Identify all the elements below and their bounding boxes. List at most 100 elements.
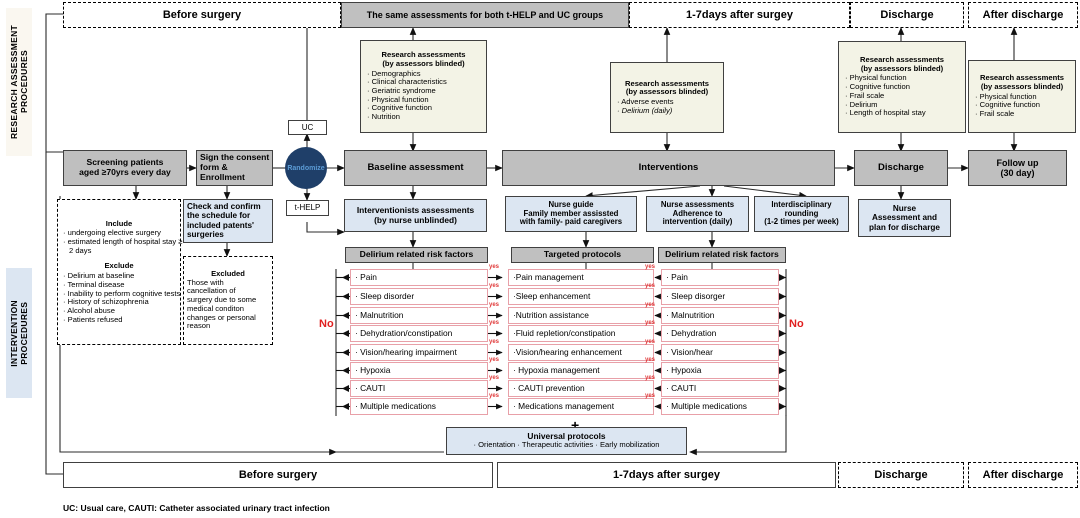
risk-right-row: · CAUTI xyxy=(661,380,779,397)
yes-label: yes xyxy=(489,393,500,399)
timeline-top-before-surgery: Before surgery xyxy=(63,2,341,28)
box-title: Research assessments (by assessors blind… xyxy=(624,78,709,97)
timeline-top-discharge: Discharge xyxy=(850,2,964,28)
list-item: · Length of hospital stay xyxy=(845,108,926,118)
risk-left-row: · Multiple medications xyxy=(350,398,488,415)
flow-follow-up: Follow up (30 day) xyxy=(968,150,1067,186)
list-item: · Inability to perform cognitive tests xyxy=(63,288,181,298)
protocol-mid-row: ·Fluid repletion/constipation xyxy=(508,325,654,342)
list-item: · Terminal disease xyxy=(63,279,125,289)
research-assessments-after-discharge: Research assessments (by assessors blind… xyxy=(968,60,1076,133)
protocol-mid-row: ·Vision/hearing enhancement xyxy=(508,344,654,361)
flow-sign-consent: Sign the consent form & Enrollment xyxy=(196,150,273,186)
universal-protocols: Universal protocols · Orientation · Ther… xyxy=(446,427,687,455)
box-title: Research assessments (by assessors blind… xyxy=(381,50,466,68)
box-title: Research assessments (by assessors blind… xyxy=(979,73,1064,91)
interventionists-assessments: Interventionists assessments (by nurse u… xyxy=(344,199,487,232)
risk-right-row: · Sleep disorger xyxy=(661,288,779,305)
risk-left-row: · Dehydration/constipation xyxy=(350,325,488,342)
yes-label: yes xyxy=(645,302,656,308)
randomize-node: Randomize xyxy=(285,147,327,189)
list-item: · Cognitive function xyxy=(367,103,433,113)
yes-label: yes xyxy=(645,339,656,345)
risk-left-row: · CAUTI xyxy=(350,380,488,397)
list-item: · Delirium (daily) xyxy=(617,105,673,115)
yes-label: yes xyxy=(645,357,656,363)
yes-label: yes xyxy=(489,320,500,326)
yes-label: yes xyxy=(489,264,500,270)
yes-label: yes xyxy=(489,375,500,381)
excluded-text: Those with cancellation of surgery due t… xyxy=(187,277,257,331)
flow-discharge: Discharge xyxy=(854,150,948,186)
list-item: · Frail scale xyxy=(845,90,885,100)
research-assessments-baseline: Research assessments (by assessors blind… xyxy=(360,40,487,133)
interdisciplinary-rounding: Interdisciplinary rounding (1-2 times pe… xyxy=(754,196,849,232)
risk-right-row: · Pain xyxy=(661,269,779,286)
flow-check-schedule: Check and confirm the schedule for inclu… xyxy=(183,199,273,243)
flow-screening-patients: Screening patients aged ≥70yrs every day xyxy=(63,150,187,186)
risk-left-row: · Pain xyxy=(350,269,488,286)
list-item: · Physical function xyxy=(367,94,429,104)
list-item: · Geriatric syndrome xyxy=(367,86,436,95)
yes-label: yes xyxy=(489,302,500,308)
plus-sign: + xyxy=(571,417,580,433)
list-item: · undergoing elective surgery xyxy=(63,228,161,238)
protocol-mid-row: · Hypoxia management xyxy=(508,362,654,379)
risk-left-row: · Vision/hearing impairment xyxy=(350,344,488,361)
nurse-guide: Nurse guide Family member assissted with… xyxy=(505,196,637,232)
list-item: · Nutrition xyxy=(367,112,400,122)
nurse-discharge-plan: Nurse Assessment and plan for discharge xyxy=(858,199,951,237)
no-label-right: No xyxy=(789,318,804,330)
list-item: · Cognitive function xyxy=(845,82,911,92)
eligibility-criteria: Include · undergoing elective surgery · … xyxy=(57,199,182,345)
timeline-bottom-1-7days: 1-7days after surgey xyxy=(497,462,836,488)
list-item: · Delirium at baseline xyxy=(63,271,135,281)
timeline-bottom-discharge: Discharge xyxy=(838,462,964,488)
flow-baseline-assessment: Baseline assessment xyxy=(344,150,487,186)
yes-label: yes xyxy=(645,375,656,381)
protocol-mid-row: · CAUTI prevention xyxy=(508,380,654,397)
protocol-mid-row: ·Pain management xyxy=(508,269,654,286)
list-item: · Physical function xyxy=(975,91,1037,101)
list-item: · Demographics xyxy=(367,68,421,78)
risk-right-row: · Multiple medications xyxy=(661,398,779,415)
column-header-left-risk-factors: Delirium related risk factors xyxy=(345,247,488,263)
timeline-bottom-after-discharge: After discharge xyxy=(968,462,1078,488)
timeline-bottom-before-surgery: Before surgery xyxy=(63,462,493,488)
research-assessments-postop: Research assessments (by assessors blind… xyxy=(610,62,724,133)
yes-label: yes xyxy=(489,357,500,363)
list-item: · Clinical characteristics xyxy=(367,77,447,87)
risk-right-row: · Vision/hear xyxy=(661,344,779,361)
yes-label: yes xyxy=(645,393,656,399)
protocol-mid-row: · Medications management xyxy=(508,398,654,415)
yes-label: yes xyxy=(645,320,656,326)
universal-items: · Orientation · Therapeutic activities ·… xyxy=(473,440,660,450)
list-item: · Adverse events xyxy=(617,97,674,106)
risk-right-row: · Hypoxia xyxy=(661,362,779,379)
list-item: · estimated length of hospital stay ≥ 2 … xyxy=(63,236,183,255)
nurse-assessments: Nurse assessments Adherence to intervent… xyxy=(646,196,749,232)
arm-label-thelp: t-HELP xyxy=(286,200,329,216)
column-header-right-risk-factors: Delirium related risk factors xyxy=(658,247,786,263)
list-item: · Physical function xyxy=(845,73,907,83)
risk-right-row: · Dehydration xyxy=(661,325,779,342)
risk-right-row: · Malnutrition xyxy=(661,307,779,324)
yes-label: yes xyxy=(489,339,500,345)
protocol-mid-row: ·Sleep enhancement xyxy=(508,288,654,305)
footnote: UC: Usual care, CAUTI: Catheter associat… xyxy=(63,503,330,513)
research-assessments-discharge: Research assessments (by assessors blind… xyxy=(838,41,966,133)
list-item: · Cognitive function xyxy=(975,100,1041,110)
no-label-left: No xyxy=(319,318,334,330)
excluded-reasons: Excluded Those with cancellation of surg… xyxy=(183,256,273,345)
box-title: Research assessments (by assessors blind… xyxy=(859,54,944,73)
arm-label-uc: UC xyxy=(288,120,327,135)
include-title: Include xyxy=(105,218,133,228)
excluded-title: Excluded xyxy=(211,268,245,278)
timeline-top-same-assessments: The same assessments for both t-HELP and… xyxy=(341,2,629,28)
risk-left-row: · Hypoxia xyxy=(350,362,488,379)
yes-label: yes xyxy=(489,283,500,289)
risk-left-row: · Sleep disorder xyxy=(350,288,488,305)
side-label-intervention: INTERVENTION PROCEDURES xyxy=(6,268,32,398)
timeline-top-1-7days: 1-7days after surgey xyxy=(629,2,850,28)
